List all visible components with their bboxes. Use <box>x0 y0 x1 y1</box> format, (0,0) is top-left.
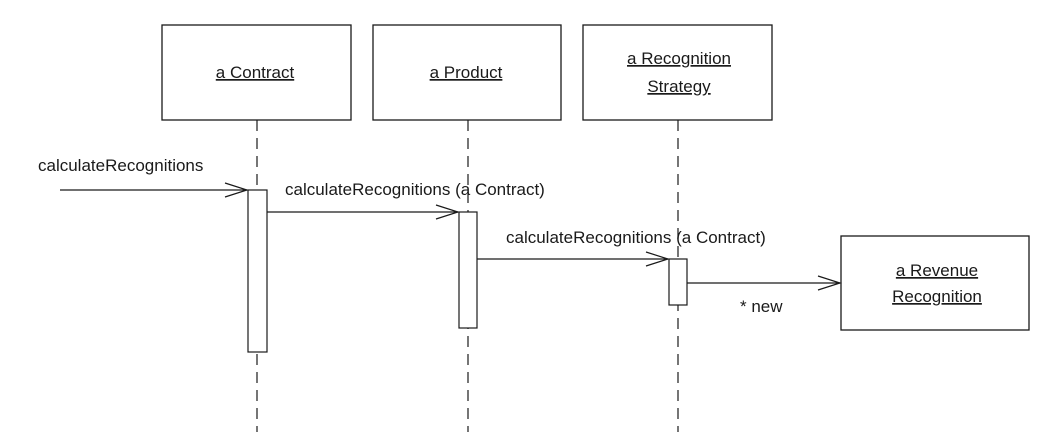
message-2-label: calculateRecognitions (a Contract) <box>285 180 545 199</box>
message-3: calculateRecognitions (a Contract) <box>477 228 766 267</box>
message-4-arrowhead <box>817 275 842 291</box>
message-4-label: * new <box>740 297 783 316</box>
object-strategy-label-line1: a Recognition <box>627 49 731 68</box>
object-contract-box <box>161 24 352 121</box>
object-revenue-label-line2: Recognition <box>892 287 982 306</box>
activation-product <box>458 211 478 329</box>
object-strategy: a Recognition Strategy <box>582 24 773 121</box>
object-strategy-label-line2: Strategy <box>647 77 711 96</box>
message-2-arrowhead <box>435 204 460 220</box>
object-product-label: a Product <box>430 63 503 82</box>
message-1-arrowhead <box>224 182 249 198</box>
activation-contract <box>247 189 268 353</box>
message-3-arrowhead <box>645 251 670 267</box>
message-2: calculateRecognitions (a Contract) <box>267 180 545 220</box>
object-strategy-box <box>582 24 773 121</box>
message-4: * new <box>687 275 842 316</box>
object-contract-label: a Contract <box>216 63 295 82</box>
activation-strategy <box>668 258 688 306</box>
message-1-label: calculateRecognitions <box>38 156 203 175</box>
message-3-label: calculateRecognitions (a Contract) <box>506 228 766 247</box>
object-contract: a Contract <box>161 24 352 121</box>
object-product: a Product <box>372 24 562 121</box>
message-1: calculateRecognitions <box>38 156 249 198</box>
object-product-box <box>372 24 562 121</box>
object-revenue-box <box>840 235 1030 331</box>
object-revenue: a Revenue Recognition <box>840 235 1030 331</box>
object-revenue-label-line1: a Revenue <box>896 261 978 280</box>
